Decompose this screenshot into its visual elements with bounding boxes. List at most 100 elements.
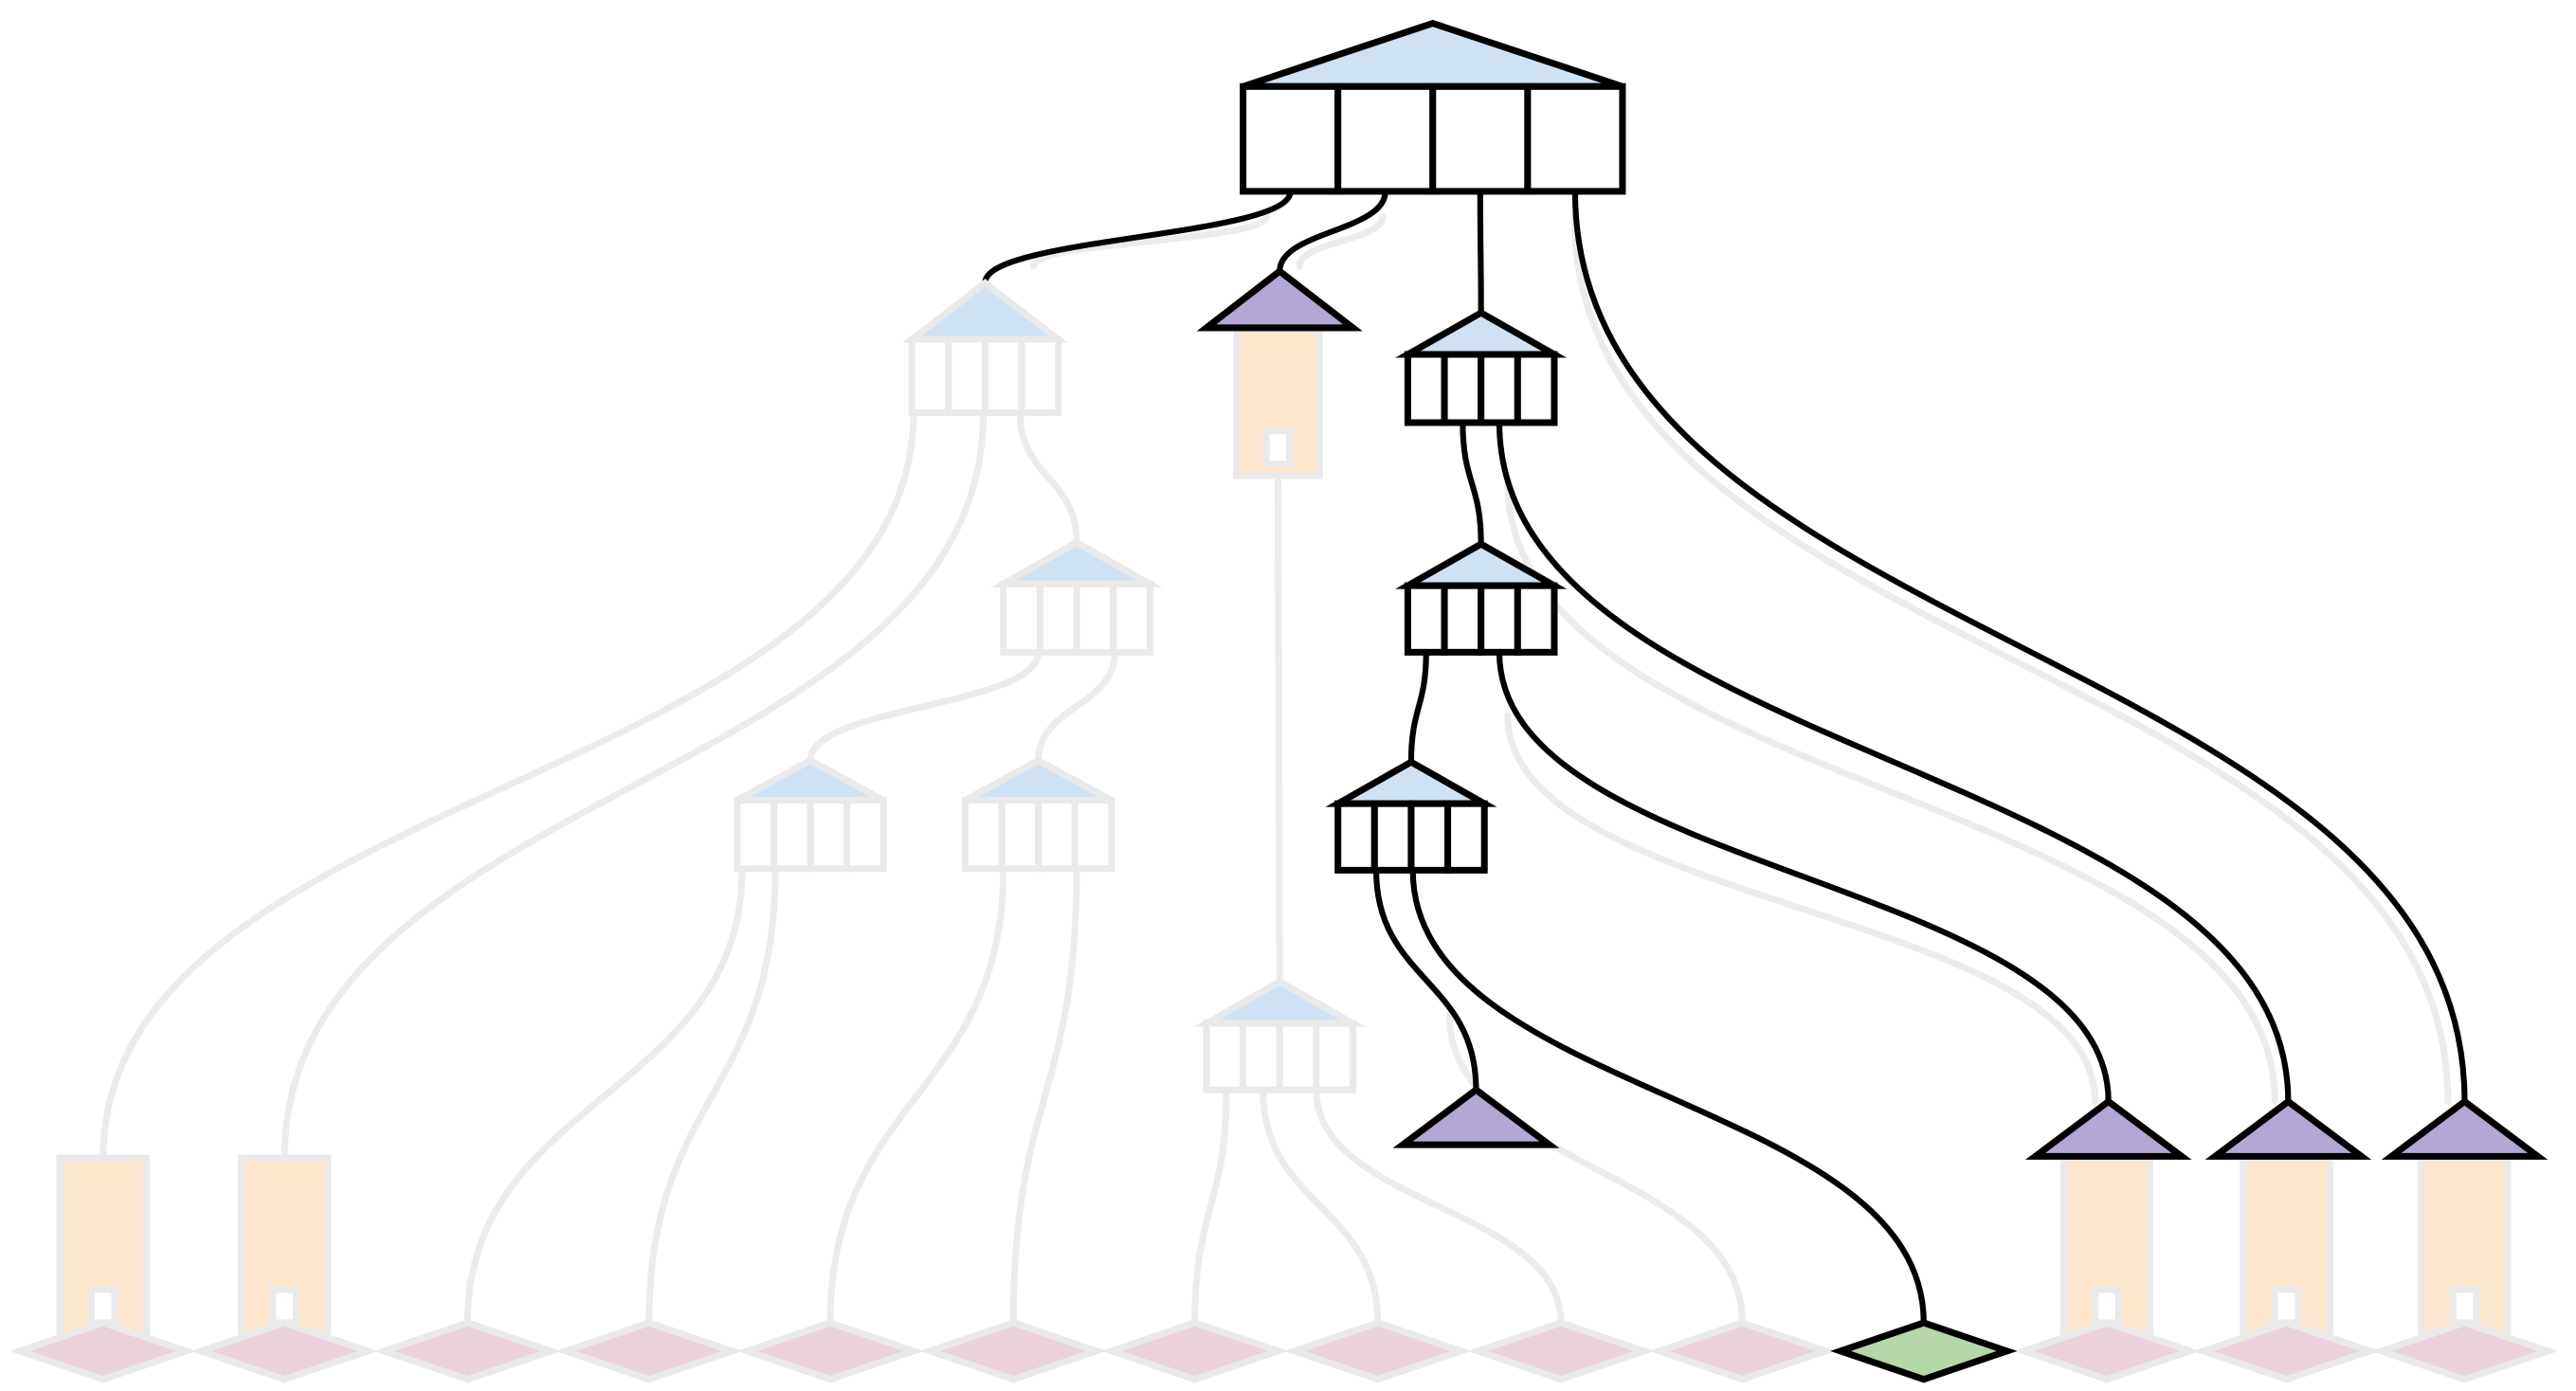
bucket-slot bbox=[269, 1286, 299, 1327]
leaf-12-header bbox=[2024, 1097, 2192, 1160]
edge-root-a bbox=[982, 188, 1294, 286]
edge-c2-c3 bbox=[1407, 649, 1429, 766]
edge-a4-6 bbox=[1009, 865, 1080, 1327]
point-3 bbox=[373, 1319, 562, 1383]
node-slot bbox=[734, 797, 777, 873]
edge-a-a2 bbox=[1016, 408, 1080, 546]
point-14 bbox=[2370, 1319, 2559, 1383]
edge-root-leaf14 bbox=[1571, 188, 2468, 1105]
node-a bbox=[901, 279, 1068, 416]
node-slot bbox=[1240, 82, 1342, 195]
node-c2 bbox=[1395, 540, 1568, 656]
node-slot bbox=[1000, 580, 1043, 656]
active-shapes bbox=[1196, 19, 2549, 1383]
bucket-1 bbox=[56, 1154, 150, 1338]
node-slot bbox=[1073, 580, 1117, 656]
point-4 bbox=[554, 1319, 743, 1383]
edge-a-2 bbox=[281, 408, 988, 1162]
node-slot bbox=[1334, 800, 1378, 874]
point-9 bbox=[1467, 1319, 1655, 1383]
node-slot bbox=[807, 797, 851, 873]
node-slot bbox=[1036, 580, 1080, 656]
edge-a4-5 bbox=[826, 865, 1007, 1327]
active-edges bbox=[982, 188, 2468, 1327]
node-slot bbox=[844, 797, 887, 873]
edge-c1-c2 bbox=[1460, 419, 1484, 548]
bucket-slot bbox=[87, 1286, 118, 1327]
edge-c1-leaf13 bbox=[1496, 419, 2292, 1105]
bucket-13 bbox=[2240, 1154, 2333, 1338]
edge-root-c1 bbox=[1477, 188, 1484, 316]
node-b2 bbox=[1193, 977, 1366, 1093]
bucket-slot bbox=[2092, 1286, 2122, 1327]
bucket-14 bbox=[2418, 1154, 2512, 1338]
faded-edges bbox=[100, 212, 2452, 1327]
node-slot bbox=[1071, 797, 1116, 873]
node-slot bbox=[945, 335, 989, 416]
root-node bbox=[1240, 19, 1626, 195]
point-8 bbox=[1284, 1319, 1472, 1383]
point-2 bbox=[190, 1319, 378, 1383]
edge-c3-point bbox=[1409, 867, 1927, 1327]
edge-faded-13 bbox=[1504, 479, 2278, 1105]
node-slot bbox=[1110, 580, 1153, 656]
node-a2 bbox=[990, 538, 1163, 656]
edge-faded-12 bbox=[1504, 712, 2099, 1105]
node-header-triangle bbox=[1242, 19, 1624, 90]
bucket-body bbox=[237, 1154, 332, 1338]
edge-a-1 bbox=[100, 408, 917, 1162]
edge-to-10 bbox=[1445, 1011, 1746, 1327]
leaf-13-header bbox=[2204, 1097, 2372, 1160]
node-slot bbox=[1276, 1020, 1320, 1093]
node-slot bbox=[1478, 582, 1521, 656]
node-slot bbox=[981, 335, 1025, 416]
node-slot bbox=[1429, 82, 1532, 195]
bucket-slot bbox=[2271, 1286, 2302, 1327]
node-slot bbox=[961, 797, 1006, 873]
node-c1 bbox=[1395, 309, 1568, 426]
edge-root-b bbox=[1277, 188, 1388, 275]
point-5 bbox=[736, 1319, 924, 1383]
faded-shapes bbox=[9, 279, 2559, 1383]
point-7 bbox=[1100, 1319, 1289, 1383]
node-slot bbox=[770, 797, 814, 873]
edge-c2-leaf12 bbox=[1496, 649, 2112, 1105]
node-slot bbox=[1404, 351, 1448, 426]
node-slot bbox=[1240, 1020, 1283, 1093]
point-10 bbox=[1648, 1319, 1837, 1383]
node-slot bbox=[1035, 797, 1079, 873]
point-1 bbox=[9, 1319, 197, 1383]
node-header-triangle bbox=[963, 756, 1114, 804]
node-slot bbox=[1407, 800, 1452, 874]
edge-faded-shadow-a bbox=[1029, 212, 1270, 270]
edge-a2-a3 bbox=[807, 648, 1043, 764]
edge-faded-shadow-b bbox=[1296, 212, 1387, 270]
bucket-2 bbox=[237, 1154, 332, 1338]
node-slot bbox=[1478, 351, 1521, 426]
node-slot bbox=[908, 335, 952, 416]
node-header-triangle bbox=[901, 279, 1068, 343]
node-slot bbox=[1441, 351, 1485, 426]
node-c3 bbox=[1325, 758, 1497, 874]
leaf-b-header bbox=[1196, 266, 1363, 332]
node-slot bbox=[1514, 582, 1558, 656]
node-slot bbox=[1203, 1020, 1247, 1093]
node-slot bbox=[1441, 582, 1485, 656]
node-slot bbox=[1524, 82, 1626, 195]
edge-b2-8 bbox=[1260, 1086, 1382, 1327]
edge-a3-3 bbox=[463, 865, 746, 1327]
node-header-triangle bbox=[1395, 540, 1568, 589]
bucket-12 bbox=[2059, 1154, 2154, 1338]
node-a4 bbox=[961, 756, 1116, 873]
leaf-14-header bbox=[2381, 1097, 2549, 1160]
node-header-triangle bbox=[1193, 977, 1366, 1027]
edge-b-b2 bbox=[1274, 472, 1283, 985]
bucket-slot bbox=[1262, 427, 1294, 468]
edge-b2-9 bbox=[1313, 1086, 1565, 1327]
edge-a2-a4 bbox=[1035, 648, 1118, 764]
node-slot bbox=[1313, 1020, 1356, 1093]
node-header-triangle bbox=[1395, 309, 1568, 358]
node-header-triangle bbox=[735, 756, 885, 804]
node-header-triangle bbox=[1325, 758, 1497, 807]
